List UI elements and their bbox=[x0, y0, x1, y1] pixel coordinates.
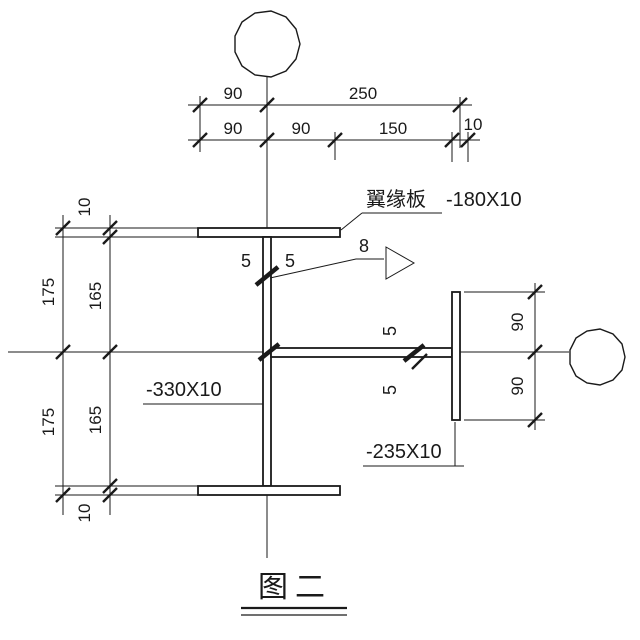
dimension-chain-right: 90 90 bbox=[464, 283, 545, 430]
weld-size-side-upper: 5 bbox=[380, 326, 400, 336]
weld-tick bbox=[411, 353, 428, 370]
weld-annotations: 5 5 8 5 5 bbox=[241, 236, 416, 395]
leader-line bbox=[340, 212, 363, 231]
figure-title: 图二 bbox=[258, 571, 332, 604]
tick-mark bbox=[527, 344, 543, 360]
weld-leader-size: 8 bbox=[359, 236, 369, 256]
web-plate-size: -330X10 bbox=[146, 379, 222, 401]
branch-plate-size: -235X10 bbox=[366, 441, 442, 463]
dim-90-right-lower: 90 bbox=[508, 377, 527, 396]
dimension-row-top-2: 90 90 150 10 bbox=[188, 115, 483, 148]
dim-165-lower: 165 bbox=[86, 406, 105, 434]
tick-mark bbox=[102, 344, 118, 360]
tick-mark bbox=[527, 284, 543, 300]
weld-size-side-lower: 5 bbox=[380, 385, 400, 395]
dim-150: 150 bbox=[379, 119, 407, 138]
figure-title-block: 图二 bbox=[241, 571, 347, 616]
dimension-row-top-1: 90 250 bbox=[188, 84, 472, 113]
extension-lines-top bbox=[199, 96, 469, 162]
tick-mark bbox=[527, 412, 543, 428]
web-plate-callout: -330X10 bbox=[143, 379, 263, 405]
axis-bubble-right bbox=[569, 328, 626, 386]
weld-mark bbox=[402, 343, 426, 363]
dim-165-upper: 165 bbox=[86, 282, 105, 310]
bottom-flange-plate bbox=[197, 485, 341, 496]
tick-mark bbox=[55, 220, 71, 236]
dim-175-lower: 175 bbox=[39, 408, 58, 436]
weld-flag-icon bbox=[385, 246, 416, 280]
flange-plate-callout: 翼缘板 -180X10 bbox=[340, 188, 522, 231]
tick-mark bbox=[102, 478, 118, 494]
tick-mark bbox=[102, 220, 118, 236]
dim-90-right: 90 bbox=[292, 119, 311, 138]
tick-mark bbox=[102, 229, 118, 245]
right-flange-plate bbox=[451, 291, 461, 421]
tick-mark bbox=[55, 487, 71, 503]
dim-90-top: 90 bbox=[224, 84, 243, 103]
weld-size-top-left: 5 bbox=[241, 251, 251, 271]
dim-10-top: 10 bbox=[464, 115, 483, 134]
dim-90-right-upper: 90 bbox=[508, 313, 527, 332]
flange-plate-label: 翼缘板 bbox=[366, 188, 426, 211]
dim-10-flange-top: 10 bbox=[75, 198, 94, 217]
tick-mark bbox=[259, 97, 275, 113]
top-flange-plate bbox=[197, 227, 341, 238]
weld-size-top-right: 5 bbox=[285, 251, 295, 271]
weld-mark bbox=[254, 265, 280, 287]
weld-marks bbox=[254, 265, 428, 370]
weld-leader-line bbox=[269, 258, 384, 279]
branch-plate-callout: -235X10 bbox=[363, 422, 464, 467]
tick-mark bbox=[102, 487, 118, 503]
axis-bubble-top bbox=[234, 10, 301, 78]
dim-90-left: 90 bbox=[224, 119, 243, 138]
dimension-chain-left: 175 175 10 165 165 10 bbox=[39, 198, 198, 523]
dim-175-upper: 175 bbox=[39, 278, 58, 306]
tick-mark bbox=[55, 344, 71, 360]
tick-mark bbox=[259, 132, 275, 148]
dim-250-top: 250 bbox=[349, 84, 377, 103]
dim-10-flange-bottom: 10 bbox=[75, 504, 94, 523]
flange-plate-size: -180X10 bbox=[446, 189, 522, 211]
weld-mark bbox=[257, 342, 281, 362]
